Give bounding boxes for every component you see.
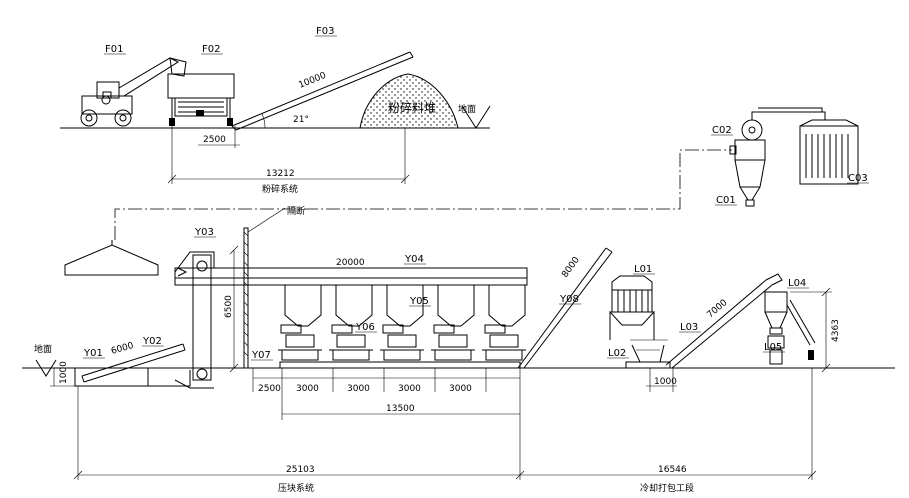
- material-pile: [359, 73, 459, 129]
- press-unit: [329, 285, 373, 361]
- equipment-labels: F01 F02 F03 C02 C01 C03 Y01 Y02 Y03 Y04 …: [83, 26, 868, 361]
- dim-first-bay: 2500: [258, 384, 281, 394]
- label-y01: Y01: [83, 348, 103, 359]
- press-unit: [380, 285, 424, 361]
- angle-label: 21°: [293, 115, 309, 125]
- label-l02: L02: [608, 348, 626, 359]
- label-underlines: [83, 35, 869, 361]
- dim-press-total: 25103: [286, 465, 315, 475]
- crusher-f02: [167, 73, 235, 126]
- partition-label: 隔断: [287, 205, 305, 217]
- pile-label: 粉碎料堆: [388, 100, 436, 115]
- label-y07: Y07: [251, 350, 271, 361]
- label-f02: F02: [202, 44, 220, 55]
- conveyor-l03: [665, 273, 783, 369]
- dimension-lines: [50, 245, 832, 480]
- label-c02: C02: [712, 125, 732, 136]
- screw-conveyor-y04: [174, 267, 528, 286]
- dim-crush-total: 13212: [266, 169, 295, 179]
- storage-roof: [64, 244, 159, 276]
- label-l05: L05: [764, 342, 782, 353]
- crush-system-title: 粉碎系统: [262, 183, 298, 195]
- press-unit: [278, 285, 322, 361]
- dim-y08-length: 8000: [560, 255, 582, 280]
- dim-y03-height: 6500: [224, 295, 234, 318]
- dim-y02-length: 6000: [110, 341, 135, 357]
- cooler-l01: [608, 275, 656, 340]
- label-y08: Y08: [559, 294, 579, 305]
- dust-collection: [114, 107, 859, 240]
- label-y02: Y02: [142, 336, 162, 347]
- dim-l04-height: 4363: [831, 319, 841, 342]
- dim-y04-length: 20000: [336, 258, 365, 268]
- label-y04: Y04: [404, 254, 424, 265]
- label-y03: Y03: [194, 227, 214, 238]
- partition-wall: [243, 207, 286, 369]
- press-system: [22, 207, 895, 389]
- annotation-texts: 粉碎料堆 地面 地面 隔断 粉碎系统 压块系统 冷却打包工段 21°: [34, 100, 694, 494]
- ground-label-left: 地面: [34, 343, 52, 355]
- dim-l03-length: 7000: [706, 298, 730, 321]
- pack-section-title: 冷却打包工段: [640, 482, 694, 494]
- dim-bay-4: 3000: [449, 384, 472, 394]
- label-f03: F03: [316, 26, 334, 37]
- ground-symbol-top: [461, 105, 491, 129]
- dim-pack-total: 16546: [658, 465, 687, 475]
- crushing-system: [60, 51, 491, 184]
- pit-feeder-y01: [74, 368, 191, 387]
- fan-c02: [741, 107, 826, 141]
- dim-pit-depth: 1000: [59, 361, 69, 384]
- bagger-l04: [764, 291, 816, 365]
- press-unit: [482, 285, 526, 361]
- packer-l02: [625, 339, 671, 369]
- bag-filter-c03: [799, 112, 859, 185]
- bucket-elevator-y03: [174, 251, 215, 389]
- label-l04: L04: [788, 278, 806, 289]
- label-l01: L01: [634, 264, 652, 275]
- label-f01: F01: [105, 44, 123, 55]
- dim-bay-1: 3000: [296, 384, 319, 394]
- conveyor-y02: [81, 343, 186, 383]
- press-system-title: 压块系统: [278, 482, 314, 494]
- conveyor-y08: [517, 247, 613, 369]
- crush-dimensions: [167, 126, 410, 184]
- dim-press-span: 13500: [386, 404, 415, 414]
- conveyor-f03: [220, 51, 414, 131]
- bottom-conveyor-y07: [279, 361, 521, 369]
- packing-section: [608, 273, 816, 369]
- dim-l02-offset: 1000: [654, 377, 677, 387]
- label-c03: C03: [848, 173, 868, 184]
- ground-label-top: 地面: [458, 103, 476, 115]
- press-units: [278, 285, 526, 361]
- press-unit: [431, 285, 475, 361]
- dim-bay-3: 3000: [398, 384, 421, 394]
- label-c01: C01: [716, 195, 736, 206]
- label-y06: Y06: [355, 322, 375, 333]
- ground-symbol-left: [35, 359, 57, 377]
- loader-tractor-f01: [80, 57, 187, 127]
- dim-f02-width: 2500: [203, 135, 226, 145]
- label-y05: Y05: [409, 296, 429, 307]
- dim-bay-2: 3000: [347, 384, 370, 394]
- label-l03: L03: [680, 322, 698, 333]
